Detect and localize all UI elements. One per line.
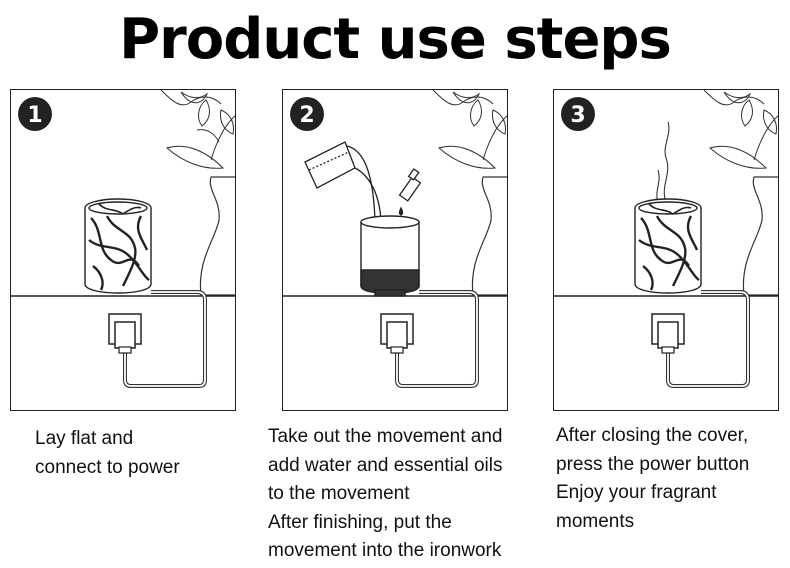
diffuser-illustration (634, 198, 702, 294)
wall-socket (380, 313, 414, 354)
caption-line: After finishing, put the (268, 511, 452, 533)
vase-illustration (471, 176, 507, 296)
step-2-caption: Take out the movement and add water and … (268, 423, 502, 566)
wall-socket (651, 313, 685, 354)
step-2-panel: 2 (282, 89, 508, 411)
power-cable (666, 290, 750, 388)
diffuser-movement (360, 215, 420, 297)
caption-line: connect to power (35, 456, 180, 478)
step-number: 1 (27, 103, 42, 128)
step-1-panel: 1 (10, 89, 236, 411)
mist-icon (656, 121, 670, 205)
power-cable (123, 290, 207, 388)
power-cable (395, 290, 479, 388)
essential-oil-bottle-icon (398, 168, 422, 216)
plant-illustration (432, 90, 507, 169)
step-1-badge: 1 (18, 97, 52, 131)
step-3-panel: 3 (553, 89, 779, 411)
caption-line: After closing the cover, (556, 425, 749, 446)
plant-illustration (703, 90, 778, 169)
plant-illustration (160, 90, 235, 169)
caption-line: Enjoy your fragrant (556, 482, 717, 503)
caption-line: Lay flat and (35, 428, 134, 449)
caption-line: press the power button (556, 453, 750, 475)
step-number: 3 (570, 103, 585, 128)
step-3-caption: After closing the cover, press the power… (556, 422, 749, 536)
step-number: 2 (299, 103, 314, 128)
diffuser-illustration (84, 198, 152, 294)
step-2-badge: 2 (290, 97, 324, 131)
wall-socket (108, 313, 142, 354)
water-cup-icon (304, 141, 382, 221)
caption-line: Take out the movement and (268, 426, 503, 447)
step-3-badge: 3 (561, 97, 595, 131)
caption-line: moments (556, 510, 635, 532)
caption-line: add water and essential oils (268, 454, 503, 476)
page-title: Product use steps (119, 7, 672, 72)
caption-line: to the movement (268, 483, 410, 504)
step-1-caption: Lay flat and connect to power (35, 425, 180, 482)
vase-illustration (199, 176, 235, 296)
vase-illustration (742, 176, 778, 296)
caption-line: movement into the ironwork (268, 540, 502, 561)
